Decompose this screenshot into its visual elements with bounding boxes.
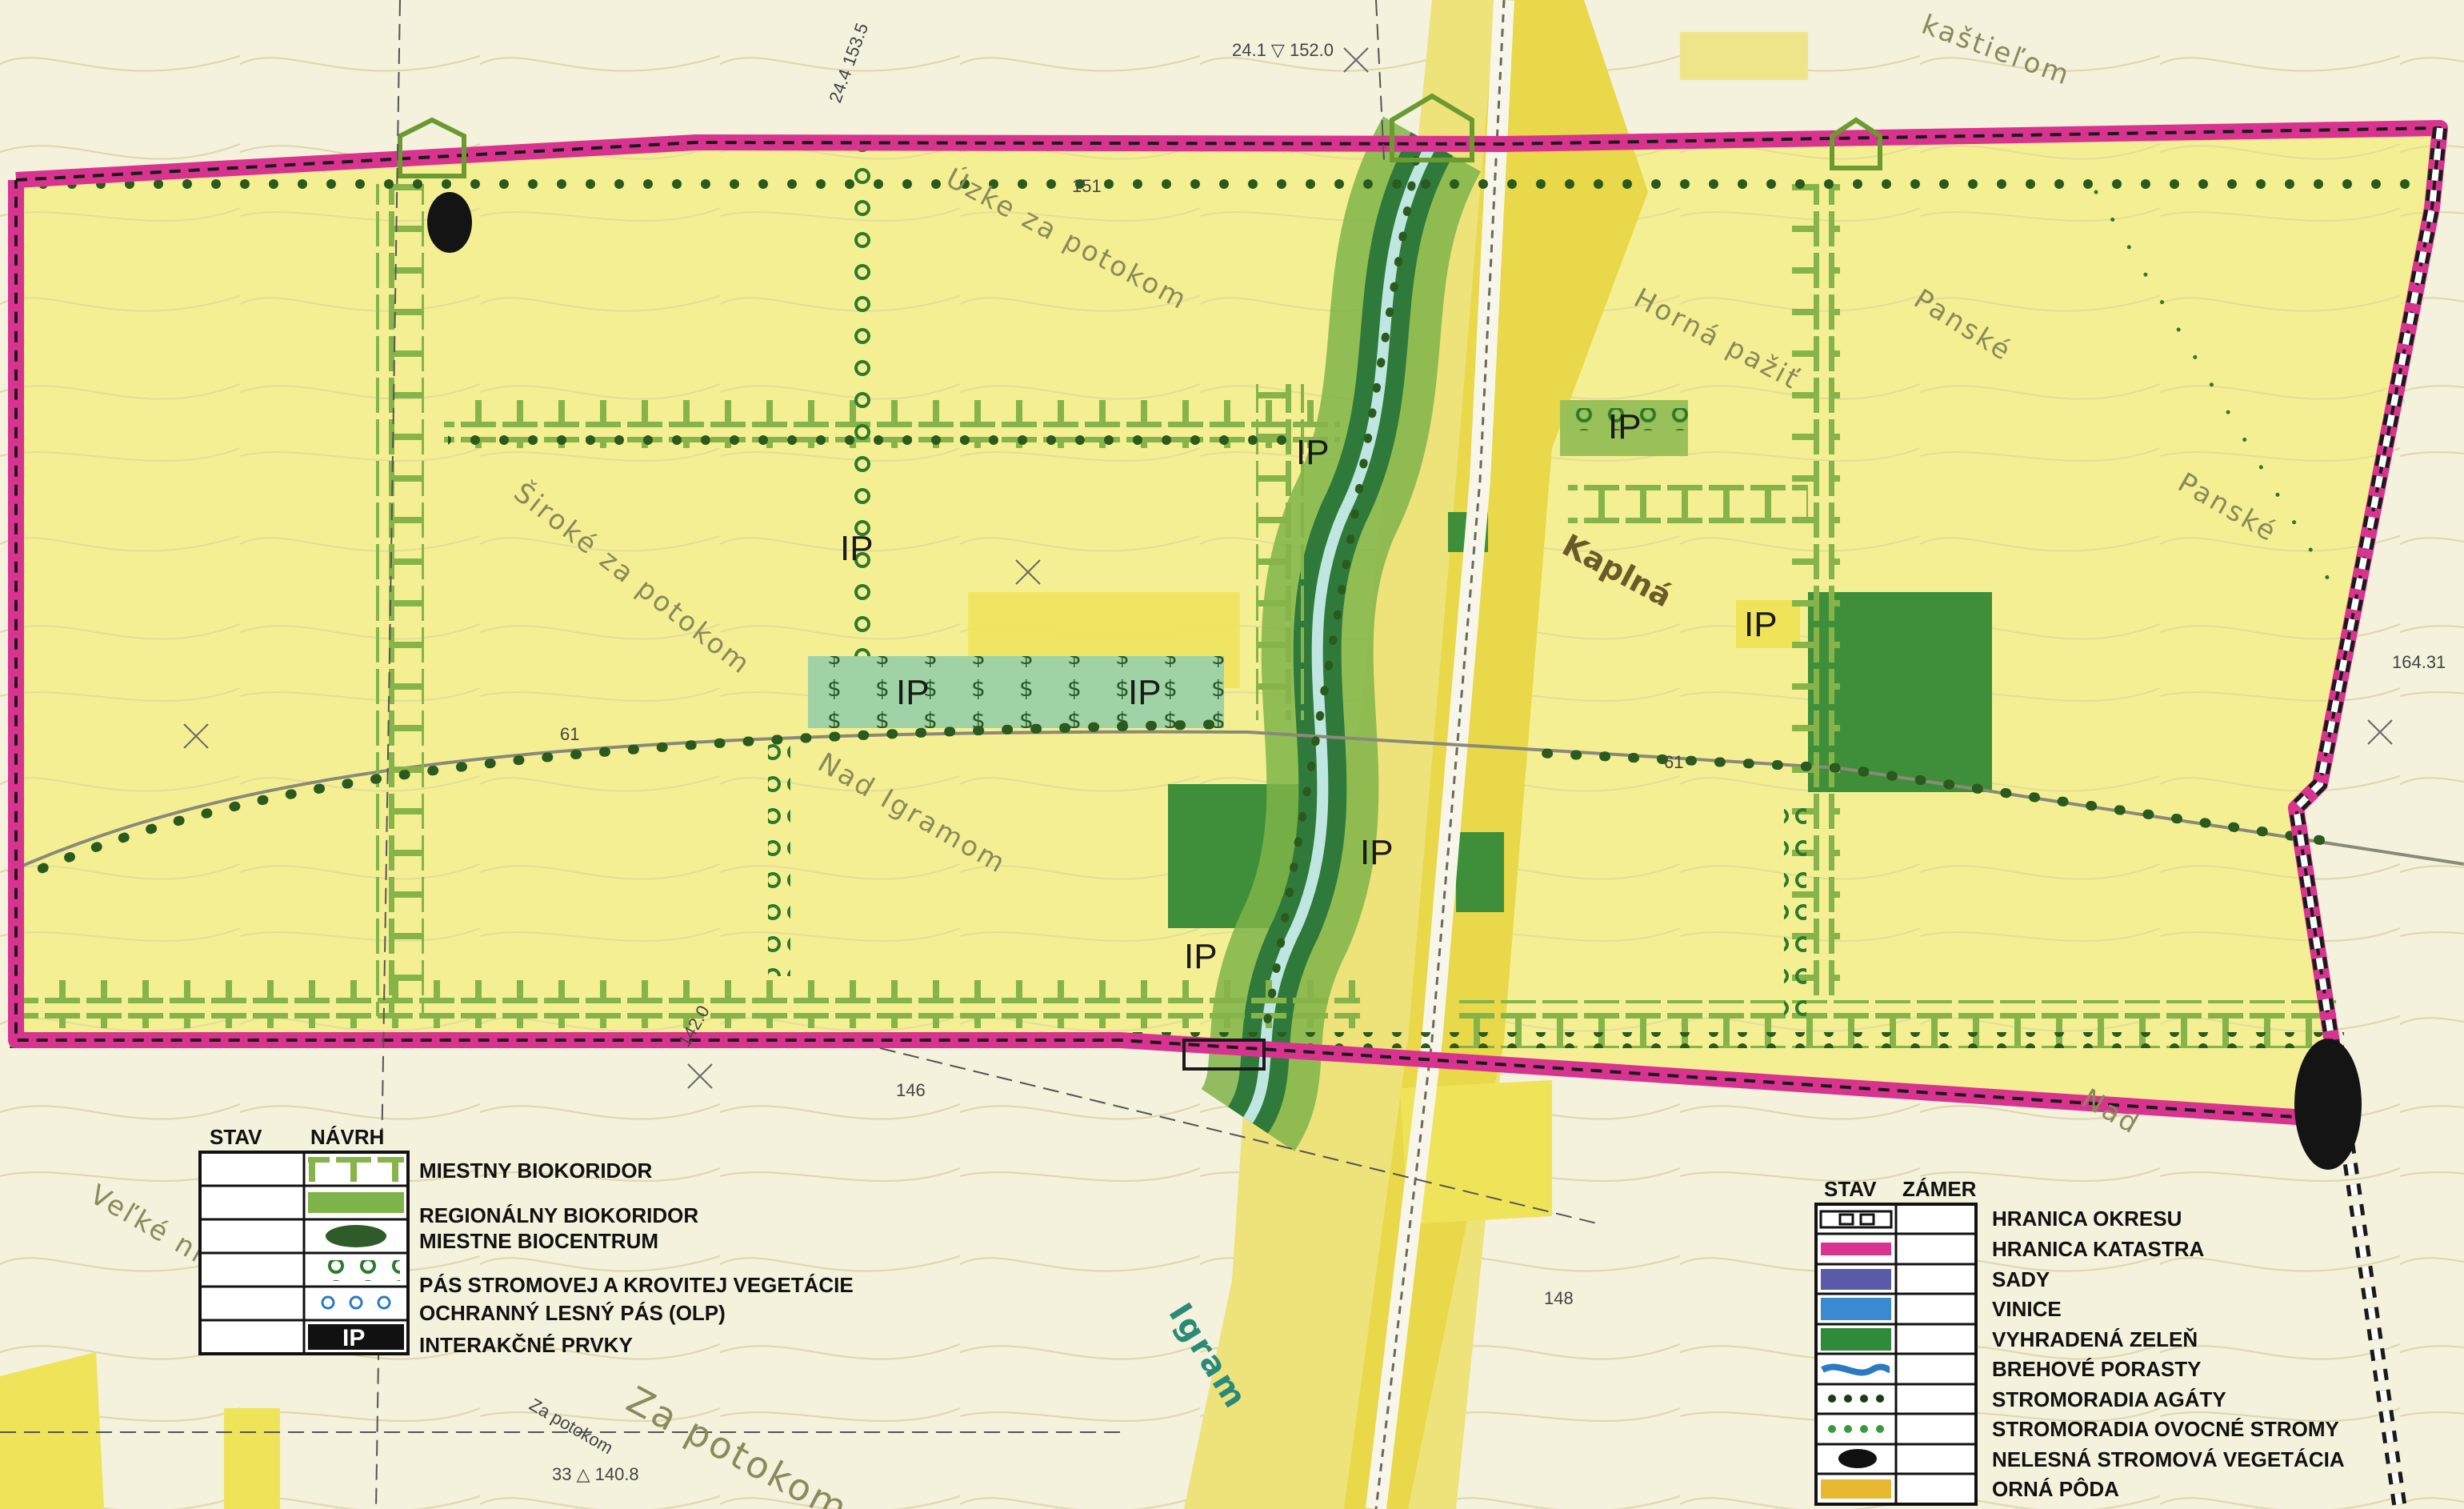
legend-right-item-6: BREHOVÉ PORASTY: [1992, 1357, 2202, 1381]
legend-icon-district-border: [1819, 1210, 1893, 1229]
legend-icon-acacia-tree-rows: [1828, 1395, 1884, 1403]
tree-row-road-61-west: [11, 719, 1237, 885]
legend-icon-fruit-tree-rows: [1828, 1425, 1884, 1433]
legend-icon-tree-shrub-belt: [312, 1260, 400, 1281]
tree-row-h1: [448, 434, 1296, 450]
legend-left-item-3: MIESTNE BIOCENTRUM: [419, 1229, 658, 1253]
legend-left-col-stav: STAV: [210, 1125, 262, 1149]
corridor-marker-2: [1830, 117, 1882, 170]
ip-label-1: IP: [840, 529, 874, 568]
legend-icon-regional-biocorridor: [308, 1192, 404, 1213]
legend-right-item-10: ORNÁ PÔDA: [1992, 1477, 2119, 1501]
legend-icon-interaction-elements: [308, 1324, 404, 1350]
local-biocenter-north: [427, 192, 472, 253]
forest-belt-v1: [848, 144, 870, 656]
legend-right-item-5: VYHRADENÁ ZELEŇ: [1992, 1327, 2198, 1351]
legend-icon-protective-forest-belt: [321, 1295, 391, 1310]
corridor-marker-3: [1390, 93, 1474, 162]
reserved-greenery-3: [1456, 832, 1504, 912]
legend-icon-local-biocorridor: [308, 1156, 404, 1182]
field-ip-right: [1736, 600, 1800, 648]
ip-label-5: IP: [1608, 407, 1642, 446]
ip-label-3: IP: [1128, 673, 1162, 712]
legend-left-item-1: MIESTNY BIOKORIDOR: [419, 1159, 653, 1183]
ip-label-2: IP: [896, 673, 930, 712]
spot-151: 151: [1072, 176, 1102, 196]
legend-right-item-2: HRANICA KATASTRA: [1992, 1237, 2204, 1261]
field-bottom-left: [0, 1352, 104, 1509]
forest-belt-v2: [768, 736, 790, 976]
legend-icon-riparian-vegetation: [1821, 1363, 1891, 1376]
spot-148: 148: [1544, 1288, 1574, 1308]
spot-152: 24.1 ▽ 152.0: [1232, 40, 1334, 60]
legend-left-item-4: PÁS STROMOVEJ A KROVITEJ VEGETÁCIE: [419, 1273, 854, 1297]
legend-left-col-navrh: NÁVRH: [310, 1125, 384, 1149]
local-biocenter-south-east: [2294, 1039, 2362, 1170]
legend-icon-orchards: [1821, 1269, 1891, 1290]
tree-row-north: [16, 174, 2432, 190]
legend-right-item-8: STROMORADIA OVOCNÉ STROMY: [1992, 1417, 2339, 1441]
tree-row-road-61-east: [1515, 747, 2325, 845]
grid-crosses: [183, 47, 2393, 1089]
spot-146: 146: [896, 1080, 926, 1100]
legend-left: STAV NÁVRH IP MIESTNY BIOKORIDOR REGIONÁ…: [198, 1125, 854, 1357]
legend-right-item-3: SADY: [1992, 1267, 2050, 1291]
local-biocorridor-south-west: [16, 980, 1360, 1028]
ip-label-8: IP: [1184, 937, 1218, 976]
legend-icon-cadastral-border: [1821, 1243, 1891, 1255]
local-biocorridor-v1: [376, 184, 424, 1016]
legend-left-item-2: REGIONÁLNY BIOKORIDOR: [419, 1203, 698, 1227]
field-top: [1680, 32, 1808, 80]
spot-164: 164.31: [2392, 652, 2446, 672]
district-border-inner: [2292, 127, 2443, 1509]
legend-icon-reserved-greenery: [1821, 1328, 1891, 1351]
corridor-marker-1: [398, 117, 466, 178]
legend-left-item-6: INTERAKČNÉ PRVKY: [419, 1333, 633, 1357]
ip-label-6: IP: [1744, 605, 1778, 644]
legend-right-item-7: STROMORADIA AGÁTY: [1992, 1387, 2226, 1411]
field-lower: [1400, 1080, 1552, 1224]
legend-icon-vineyards: [1821, 1298, 1891, 1320]
legend-icon-non-forest-tree-vegetation: [1838, 1449, 1877, 1468]
forest-belt-v3: [1784, 808, 1806, 1016]
cadastral-border-dash: [14, 126, 2442, 1122]
main-street: [1366, 0, 1514, 1509]
corridor-marker-4: [1182, 1039, 1266, 1071]
legend-left-item-5: OCHRANNÝ LESNÝ PÁS (OLP): [419, 1301, 726, 1325]
legend-right: STAV ZÁMER: [1814, 1177, 2345, 1506]
legend-right-item-9: NELESNÁ STROMOVÁ VEGETÁCIA: [1992, 1447, 2345, 1471]
legend-right-item-1: HRANICA OKRESU: [1992, 1207, 2182, 1231]
forest-belt-orchard: [1576, 408, 1688, 430]
legend-right-col-zamer: ZÁMER: [1902, 1177, 1977, 1201]
spot-140: 33 △ 140.8: [552, 1464, 639, 1484]
road-number-61b: 61: [1664, 752, 1683, 772]
legend-icon-ip-text: IP: [342, 1325, 365, 1351]
vineyard-area: [808, 656, 1224, 728]
tree-row-diagonal: [1260, 156, 1420, 1044]
ip-label-4: IP: [1296, 433, 1330, 472]
local-biocorridor-h2: [1568, 480, 1808, 528]
legend-right-item-4: VINICE: [1992, 1297, 2062, 1321]
legend-icon-arable-land: [1821, 1479, 1891, 1499]
field-bottom-left-2: [224, 1408, 280, 1509]
legend-right-col-stav: STAV: [1824, 1177, 1877, 1201]
road-number-61a: 61: [560, 724, 579, 744]
ip-label-7: IP: [1360, 833, 1394, 872]
legend-icon-local-biocenter: [326, 1225, 386, 1247]
